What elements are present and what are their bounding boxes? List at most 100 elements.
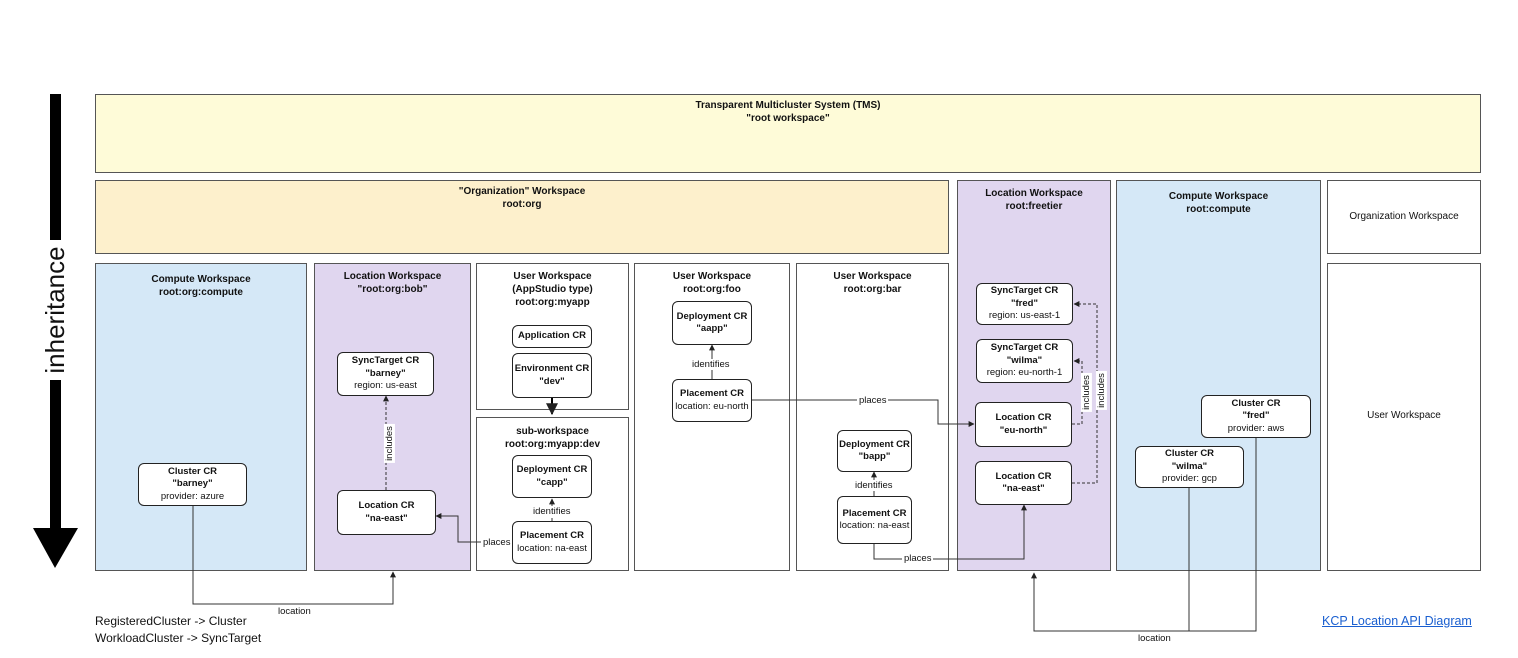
cluster-wilma-name: "wilma" [1171, 460, 1208, 472]
cluster-cr-wilma[interactable]: Cluster CR "wilma" provider: gcp [1135, 446, 1244, 488]
deployment-cr-aapp[interactable]: Deployment CR "aapp" [672, 301, 752, 345]
diagram-link[interactable]: KCP Location API Diagram [1322, 614, 1472, 628]
location-eu-north-title: Location CR [995, 412, 1052, 423]
placement-foo-title: Placement CR [680, 388, 744, 399]
edge-label-includes-bob: includes [383, 424, 395, 463]
synctarget-wilma-detail: region: eu-north-1 [986, 367, 1063, 379]
placement-myapp-title: Placement CR [520, 530, 584, 541]
placement-cr-myapp[interactable]: Placement CR location: na-east [512, 521, 592, 564]
synctarget-cr-wilma[interactable]: SyncTarget CR "wilma" region: eu-north-1 [976, 339, 1073, 383]
synctarget-barney-detail: region: us-east [354, 380, 417, 392]
location-cr-na-east-bob[interactable]: Location CR "na-east" [337, 490, 436, 535]
edge-label-includes-eu-north: includes [1080, 373, 1092, 412]
foo-title: User Workspace [672, 271, 752, 282]
cluster-barney-detail: provider: azure [160, 490, 225, 502]
org-bob-title: Location Workspace [343, 271, 442, 282]
synctarget-barney-title: SyncTarget CR [351, 355, 420, 367]
tms-root-workspace: Transparent Multicluster System (TMS) "r… [95, 94, 1481, 173]
key-user-label: User Workspace [1367, 410, 1441, 421]
cluster-wilma-detail: provider: gcp [1162, 473, 1217, 485]
synctarget-fred-title: SyncTarget CR [990, 285, 1059, 297]
placement-bar-detail: location: na-east [839, 520, 910, 531]
cluster-fred-detail: provider: aws [1227, 422, 1285, 434]
edge-label-location-root: location [1136, 633, 1173, 644]
synctarget-fred-name: "fred" [1011, 297, 1038, 309]
myapp-title: User Workspace [513, 271, 592, 282]
cluster-barney-name: "barney" [172, 478, 213, 490]
cluster-wilma-title: Cluster CR [1164, 448, 1215, 460]
edge-label-places-myapp: places [481, 537, 513, 548]
cluster-cr-fred[interactable]: Cluster CR "fred" provider: aws [1201, 395, 1311, 438]
myapp-path: root:org:myapp [515, 297, 590, 308]
placement-cr-bar[interactable]: Placement CR location: na-east [837, 496, 912, 544]
inheritance-label: inheritance [35, 240, 75, 380]
legend: RegisteredCluster -> Cluster WorkloadClu… [95, 613, 261, 647]
freetier-subtitle: root:freetier [1005, 201, 1063, 212]
key-user-workspace: User Workspace [1327, 263, 1481, 571]
synctarget-barney-name: "barney" [365, 367, 406, 379]
org-compute-subtitle: root:org:compute [159, 287, 243, 298]
foo-subtitle: root:org:foo [683, 284, 741, 295]
edge-label-identifies-foo: identifies [690, 359, 732, 370]
root-compute-title: Compute Workspace [1168, 191, 1269, 202]
cluster-fred-name: "fred" [1242, 410, 1270, 422]
org-compute-workspace: Compute Workspace root:org:compute [95, 263, 307, 571]
placement-cr-foo[interactable]: Placement CR location: eu-north [672, 379, 752, 422]
placement-foo-detail: location: eu-north [675, 400, 749, 412]
edge-label-location-bob: location [276, 606, 313, 617]
root-compute-subtitle: root:compute [1186, 204, 1251, 215]
org-subtitle: root:org [502, 199, 542, 210]
deployment-cr-capp[interactable]: Deployment CR "capp" [512, 455, 592, 498]
environment-cr-dev[interactable]: Environment CR "dev" [512, 353, 592, 398]
legend-line-1: RegisteredCluster -> Cluster [95, 614, 247, 628]
application-title: Application CR [517, 330, 587, 342]
edge-label-places-foo: places [857, 395, 889, 406]
deployment-aapp-name: "aapp" [696, 323, 728, 334]
deployment-bapp-title: Deployment CR [839, 438, 910, 450]
location-na-east-ft-name: "na-east" [1002, 483, 1045, 494]
myapp-dev-title: sub-workspace [516, 426, 589, 437]
cluster-barney-title: Cluster CR [167, 465, 218, 477]
freetier-title: Location Workspace [985, 188, 1083, 199]
org-bob-subtitle: "root:org:bob" [357, 284, 428, 295]
deployment-capp-title: Deployment CR [516, 464, 588, 475]
location-na-east-bob-title: Location CR [358, 500, 415, 511]
application-cr[interactable]: Application CR [512, 325, 592, 348]
legend-line-2: WorkloadCluster -> SyncTarget [95, 631, 262, 645]
location-cr-na-east-freetier[interactable]: Location CR "na-east" [975, 461, 1072, 505]
environment-dev-name: "dev" [539, 375, 565, 387]
edge-label-identifies-bar: identifies [853, 480, 895, 491]
environment-dev-title: Environment CR [514, 363, 590, 374]
org-compute-title: Compute Workspace [151, 274, 251, 285]
key-org-label: Organization Workspace [1349, 211, 1459, 222]
synctarget-cr-barney[interactable]: SyncTarget CR "barney" region: us-east [337, 352, 434, 396]
edge-label-places-bar: places [902, 553, 934, 564]
location-cr-eu-north[interactable]: Location CR "eu-north" [975, 402, 1072, 447]
myapp-dev-subtitle: root:org:myapp:dev [505, 439, 600, 450]
synctarget-wilma-title: SyncTarget CR [990, 342, 1059, 354]
deployment-capp-name: "capp" [536, 476, 568, 488]
deployment-aapp-title: Deployment CR [676, 310, 748, 322]
synctarget-cr-fred[interactable]: SyncTarget CR "fred" region: us-east-1 [976, 283, 1073, 325]
organization-workspace: "Organization" Workspace root:org [95, 180, 949, 254]
deployment-cr-bapp[interactable]: Deployment CR "bapp" [837, 430, 912, 472]
org-title: "Organization" Workspace [458, 186, 586, 197]
placement-myapp-detail: location: na-east [517, 542, 587, 554]
key-organization-workspace: Organization Workspace [1327, 180, 1481, 254]
tms-title: Transparent Multicluster System (TMS) [695, 100, 881, 111]
myapp-subtitle: (AppStudio type) [512, 284, 593, 295]
location-eu-north-name: "eu-north" [999, 424, 1048, 436]
bar-subtitle: root:org:bar [843, 284, 902, 295]
tms-subtitle: "root workspace" [746, 113, 830, 124]
synctarget-wilma-name: "wilma" [1006, 354, 1043, 366]
location-na-east-bob-name: "na-east" [365, 512, 408, 524]
cluster-fred-title: Cluster CR [1231, 397, 1281, 409]
placement-bar-title: Placement CR [842, 507, 907, 519]
cluster-cr-barney[interactable]: Cluster CR "barney" provider: azure [138, 463, 247, 506]
deployment-bapp-name: "bapp" [858, 451, 891, 462]
location-na-east-ft-title: Location CR [995, 470, 1052, 482]
edge-label-identifies-myapp: identifies [531, 506, 573, 517]
root-compute-workspace: Compute Workspace root:compute [1116, 180, 1321, 571]
edge-label-includes-na-east: includes [1095, 371, 1107, 410]
bar-title: User Workspace [833, 271, 912, 282]
